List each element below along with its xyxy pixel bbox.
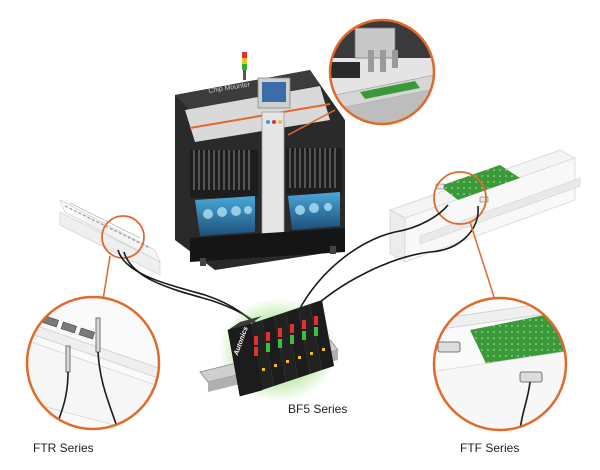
ftf-series-label: FTF Series xyxy=(460,441,520,455)
ftr-detail-callout xyxy=(25,295,161,431)
ftf-detail-callout xyxy=(432,296,568,432)
ftr-conveyor-rail xyxy=(59,199,161,276)
ftr-focus-ring xyxy=(101,215,145,259)
machine-callout-leader xyxy=(287,109,336,136)
bf5-series-label: BF5 Series xyxy=(288,402,348,416)
machine-detail-callout xyxy=(328,18,436,126)
ftf-conveyor-rail xyxy=(389,149,581,263)
ftf-focus-ring xyxy=(433,171,487,225)
bf5-amplifier-unit xyxy=(199,298,339,402)
ftr-series-label: FTR Series xyxy=(33,441,94,455)
chip-mounter-machine xyxy=(175,52,345,270)
